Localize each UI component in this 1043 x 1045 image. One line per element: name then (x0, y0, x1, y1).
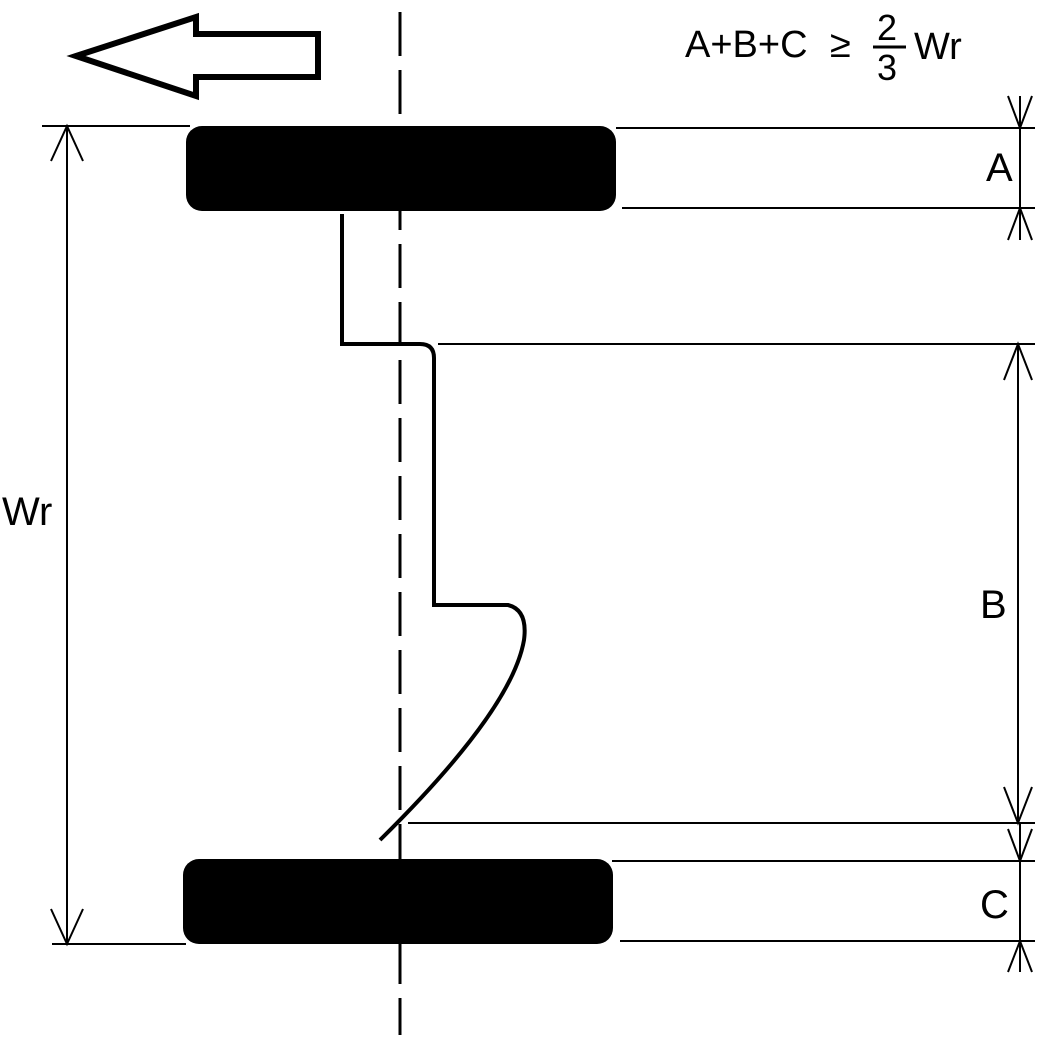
c-label: C (980, 883, 1009, 927)
formula: A+B+C ≥ 2 3 Wr (685, 7, 962, 88)
formula-suffix: Wr (914, 26, 962, 68)
a-label: A (986, 146, 1013, 190)
formula-numerator: 2 (877, 7, 897, 48)
track-path (340, 214, 527, 842)
a-dimension (616, 95, 1035, 241)
wr-label: Wr (2, 490, 52, 534)
b-dimension (408, 341, 1035, 826)
c-dimension (612, 823, 1035, 973)
b-label: B (980, 583, 1007, 627)
bottom-wheel (183, 859, 613, 944)
formula-lhs: A+B+C (685, 24, 808, 66)
top-wheel (186, 126, 616, 211)
wr-dimension (42, 123, 190, 947)
direction-arrow-icon (66, 12, 321, 101)
formula-operator: ≥ (830, 24, 851, 66)
formula-denominator: 3 (877, 47, 897, 88)
